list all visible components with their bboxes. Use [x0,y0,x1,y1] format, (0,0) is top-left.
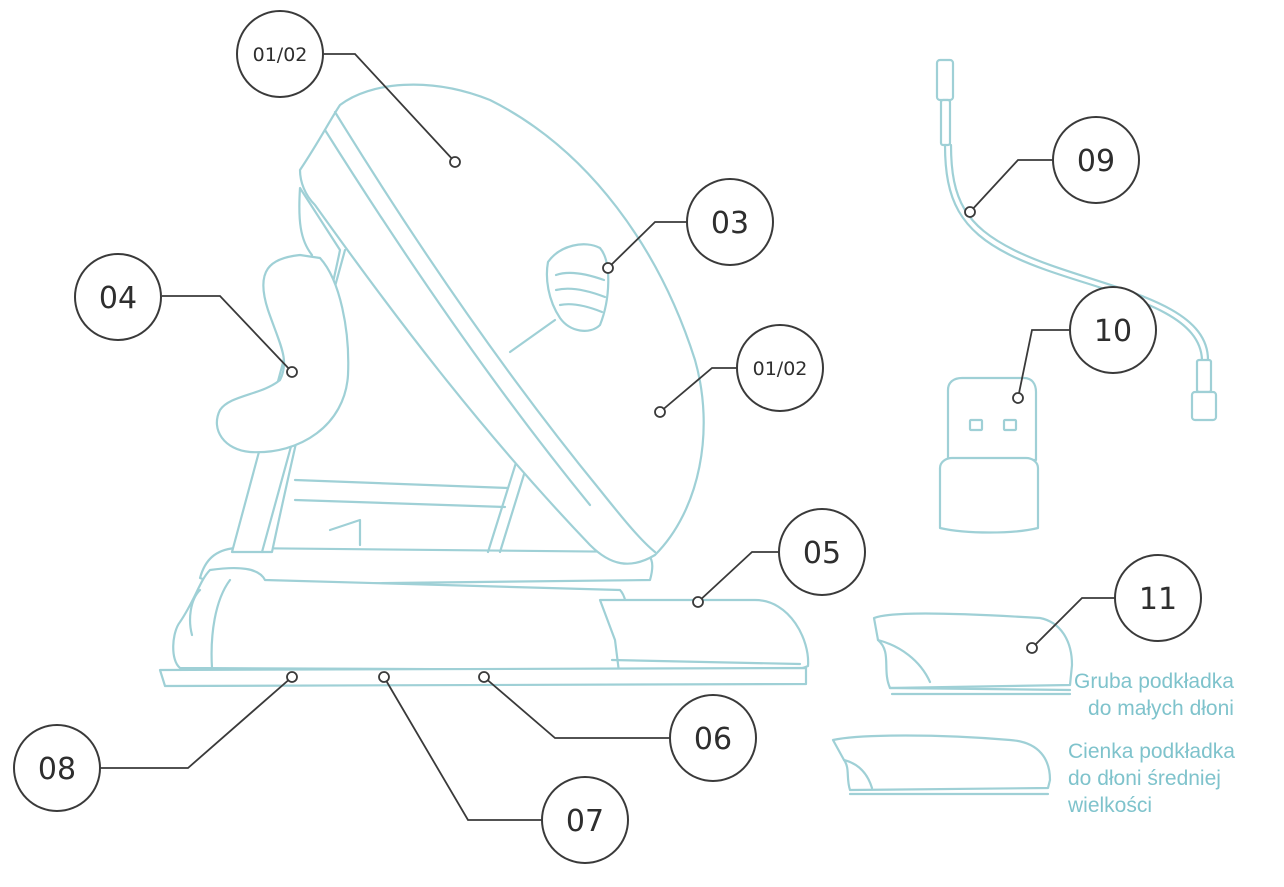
thin-pad-line-2: do dłoni średniej [1068,767,1221,790]
thin-pad-line-1: Cienka podkładka [1068,740,1235,763]
callout-03: 03 [602,178,774,274]
callout-06: 06 [478,671,757,782]
callout-label: 07 [566,804,604,839]
usb-cable-illustration [935,58,1218,422]
thin-pad-description: Cienka podkładka do dłoni średniej wielkoś… [1068,738,1235,819]
thick-pad-description: Gruba podkładka do małych dłoni [1074,668,1234,722]
ergonomic-mouse-illustration [158,83,810,688]
callout-05: 05 [692,508,866,608]
callout-label: 05 [803,536,841,571]
callout-10: 10 [1012,286,1157,404]
callout-label: 06 [694,722,732,757]
callout-01-02-top: 01/02 [236,10,461,168]
thick-pad-line-2: do małych dłoni [1088,697,1234,720]
callout-01-02-right: 01/02 [654,324,824,418]
callout-label: 10 [1094,314,1132,349]
thin-pad-line-3: wielkości [1068,794,1153,817]
callout-label: 01/02 [253,44,308,66]
usb-receiver-illustration [938,376,1040,534]
callout-09: 09 [964,116,1140,218]
callout-11: 11 [1026,554,1202,654]
callout-04: 04 [74,253,298,378]
thick-pad-illustration [872,612,1074,696]
callout-07: 07 [378,671,629,864]
scroll-wheel-illustration [508,243,610,354]
callout-label: 11 [1139,582,1177,617]
thin-pad-illustration [831,734,1052,796]
callout-label: 03 [711,206,749,241]
callout-label: 01/02 [753,358,808,380]
thick-pad-line-1: Gruba podkładka [1074,670,1234,693]
callout-08: 08 [13,671,298,812]
callout-label: 04 [99,281,137,316]
callout-label: 08 [38,752,76,787]
callout-label: 09 [1077,144,1115,179]
